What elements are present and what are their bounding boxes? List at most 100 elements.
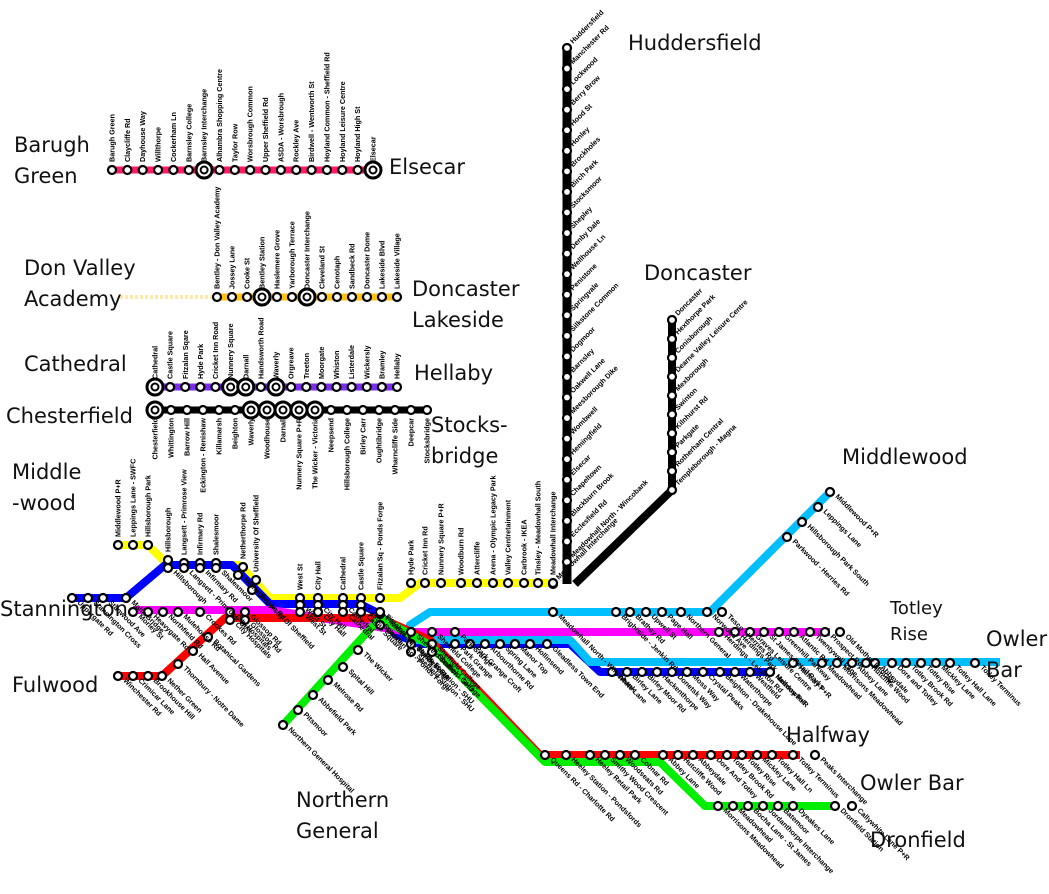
station-university-of-sheffield[interactable]: [250, 574, 262, 586]
station-doncaster[interactable]: [666, 314, 678, 326]
station-netherthorpe-rd[interactable]: [237, 561, 249, 573]
station-university-of-sheffield[interactable]: [246, 584, 258, 596]
station-morrisons-meadowhead[interactable]: [831, 657, 843, 669]
station-whittington[interactable]: [165, 404, 177, 416]
station-crookes-rd[interactable]: [194, 606, 206, 618]
station-hall-avenue[interactable]: [187, 645, 199, 657]
station-ecclesfield-rd[interactable]: [561, 536, 573, 547]
station-birley-lane[interactable]: [621, 666, 633, 678]
station-haslemere-grove[interactable]: [271, 291, 283, 303]
station-nunnery-square-p-r[interactable]: [289, 400, 309, 420]
station-hillsborough-college[interactable]: [341, 404, 353, 416]
station-cleveland-st[interactable]: [316, 291, 328, 303]
station-elsecar[interactable]: [363, 160, 383, 180]
station-cooke-st[interactable]: [241, 291, 253, 303]
station-callywhite-lane-p-r[interactable]: [846, 800, 858, 812]
station-woodhouse[interactable]: [257, 400, 277, 420]
station-stannington-cross[interactable]: [82, 592, 94, 604]
station-langsett-primrose-view[interactable]: [178, 562, 190, 574]
station-barnsley[interactable]: [561, 371, 573, 383]
station-stocksbridge[interactable]: [421, 404, 433, 416]
station-old-mother-redcap[interactable]: [834, 626, 846, 638]
station-worsbrough-common[interactable]: [245, 164, 256, 176]
station-waverly[interactable]: [266, 377, 286, 397]
station-denby-dale[interactable]: [561, 248, 573, 259]
station-middlewood-p-r[interactable]: [112, 539, 124, 551]
station-dronfield-station[interactable]: [829, 800, 841, 812]
station-herdings-leighton-rd[interactable]: [713, 626, 725, 638]
station-batemoor[interactable]: [772, 800, 784, 812]
station-blackburn-brook[interactable]: [561, 515, 573, 526]
station-sheffield-station-shu[interactable]: [405, 646, 417, 658]
station-herdings-park[interactable]: [729, 626, 741, 638]
station-spring-lane[interactable]: [494, 638, 506, 650]
station-meadowhall-interchange[interactable]: [547, 577, 559, 589]
station-totley-terminus[interactable]: [969, 657, 981, 669]
station-listerdale[interactable]: [346, 381, 357, 393]
station-templeborough-magna[interactable]: [666, 484, 678, 496]
station-meadowhead[interactable]: [816, 657, 828, 669]
station-nunnery-square-p-r[interactable]: [435, 577, 447, 589]
station-manchester-rd[interactable]: [561, 63, 573, 74]
station-wellhouse-ln[interactable]: [561, 269, 573, 280]
station-brathay-rd[interactable]: [624, 606, 636, 618]
station-park-grange[interactable]: [449, 626, 461, 638]
station-meadowhall-north-wincobank[interactable]: [547, 606, 559, 618]
station-lakeside-village[interactable]: [391, 291, 403, 303]
station-malin-bridge[interactable]: [120, 592, 132, 604]
station-crimicar-lane[interactable]: [127, 670, 139, 682]
station-cathedral[interactable]: [337, 606, 349, 618]
station-springvale[interactable]: [561, 310, 573, 321]
station-barugh-green[interactable]: [106, 164, 118, 176]
station-parkgate[interactable]: [666, 447, 678, 458]
station-donetsk-way[interactable]: [666, 666, 678, 678]
station-cockerham-ln[interactable]: [168, 164, 179, 176]
station-upper-sheffield-rd[interactable]: [260, 164, 271, 176]
station-cenotaph[interactable]: [331, 291, 343, 303]
station-hillsborough[interactable]: [162, 562, 174, 574]
station-barnsley-interchange[interactable]: [194, 160, 214, 180]
station-lockwood[interactable]: [561, 84, 573, 95]
station-sheffield-college[interactable]: [426, 646, 438, 658]
station-birch-park[interactable]: [561, 186, 573, 198]
station-bentley-don-valley-academy[interactable]: [211, 291, 223, 303]
station-totley-hall-lane[interactable]: [944, 657, 956, 669]
station-birdwell-wentworth-st[interactable]: [306, 164, 317, 176]
station-asda-worsbrough[interactable]: [275, 164, 286, 176]
station-meadowhall-north-wincobank[interactable]: [561, 556, 573, 568]
station-queens-rd-charlotte-rd[interactable]: [539, 749, 551, 761]
station-hemingfield[interactable]: [561, 454, 573, 465]
station-cricket-inn-road[interactable]: [210, 381, 221, 393]
station-stocksmoor[interactable]: [561, 207, 573, 218]
station-melrose-rd[interactable]: [322, 674, 334, 686]
station-page-hall[interactable]: [656, 606, 668, 618]
station-attercliffe[interactable]: [471, 577, 483, 589]
station-totley-rise[interactable]: [915, 657, 927, 669]
station-twentywell-lane[interactable]: [804, 626, 816, 638]
station-jordanthorpe-interchange[interactable]: [757, 800, 769, 812]
station-bramley[interactable]: [376, 381, 387, 393]
station-atlantic-rd[interactable]: [788, 626, 800, 638]
station-darnall[interactable]: [236, 377, 256, 397]
station-yarborough-terrace[interactable]: [286, 291, 298, 303]
station-mickley-lane[interactable]: [751, 749, 763, 761]
station-mexborough[interactable]: [666, 390, 678, 401]
station-smithy-wood-crescent[interactable]: [599, 749, 611, 761]
station-willthorpe[interactable]: [152, 164, 164, 176]
station-honley[interactable]: [561, 145, 573, 156]
station-city-hospitals[interactable]: [224, 614, 236, 626]
station-stanwood-ave[interactable]: [97, 592, 109, 604]
station-hoyland-common-sheffield-rd[interactable]: [321, 164, 333, 176]
station-leppings-lane[interactable]: [812, 501, 824, 513]
station-castle-square[interactable]: [165, 381, 176, 393]
station-uppergate-rd[interactable]: [66, 592, 78, 604]
station-sandbeck-rd[interactable]: [346, 291, 358, 303]
station-mulehouse-rd[interactable]: [172, 606, 184, 618]
station-hillsborough-park[interactable]: [142, 539, 154, 551]
station-sheffield-college[interactable]: [426, 626, 438, 638]
station-nunnery-square[interactable]: [221, 377, 241, 397]
station-silkstone-common[interactable]: [561, 330, 573, 341]
station-morrisons-meadowhead[interactable]: [712, 800, 724, 812]
station-conisborough[interactable]: [666, 352, 678, 363]
station-spital-hill[interactable]: [337, 661, 349, 673]
